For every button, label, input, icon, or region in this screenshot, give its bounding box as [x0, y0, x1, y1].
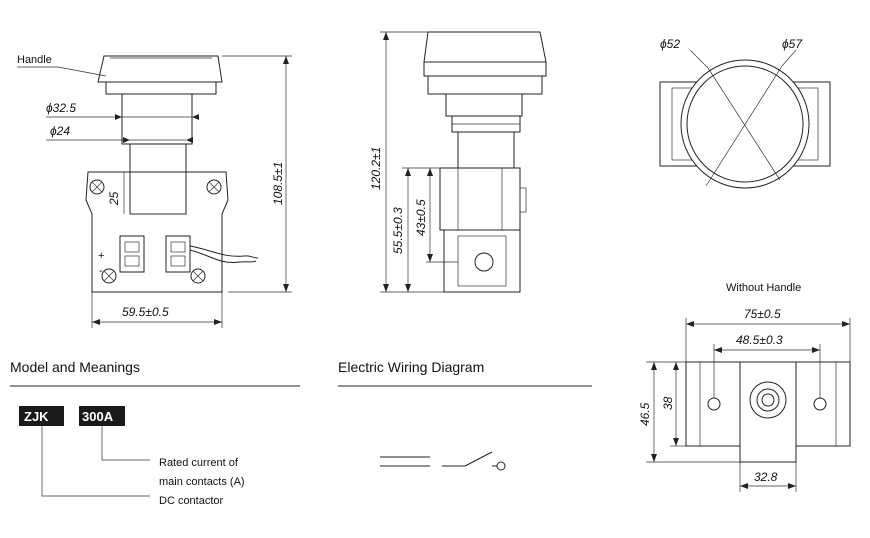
front-view: + - Handle ϕ32.5 ϕ24 25 108.5±1 59.5±0.5	[17, 54, 292, 328]
wh-center-block	[739, 361, 797, 463]
meaning-dc: DC contactor	[159, 495, 224, 507]
base-core	[129, 171, 187, 215]
dim-dia-52: ϕ52	[660, 37, 680, 51]
wiring-contact-terminal	[496, 461, 506, 471]
handle-cap	[97, 55, 223, 83]
wiring-section: Electric Wiring Diagram	[338, 359, 592, 471]
dim-dia-32: ϕ32.5	[46, 101, 76, 115]
handle-skirt	[105, 81, 217, 95]
code-300a: 300A	[82, 409, 114, 424]
dim-48: 48.5±0.3	[736, 333, 783, 347]
dim-120: 120.2±1	[369, 147, 383, 190]
code-300a-box	[79, 406, 125, 426]
side-terminal-block	[443, 229, 521, 293]
top-view: ϕ52 ϕ57	[659, 37, 831, 189]
code-zjk: ZJK	[24, 409, 49, 424]
dim-108: 108.5±1	[271, 162, 285, 205]
leader-current	[101, 426, 150, 461]
side-body	[439, 167, 521, 231]
dim-59: 59.5±0.5	[122, 305, 169, 319]
dim-dia-24: ϕ24	[50, 124, 70, 138]
code-zjk-box	[19, 406, 64, 426]
model-section: Model and Meanings ZJK 300A Rated curren…	[10, 359, 300, 507]
dim-dia-52-line	[707, 67, 781, 181]
leader-dc	[41, 426, 150, 497]
coil-wire	[189, 249, 257, 264]
side-terminal-hole	[474, 252, 494, 272]
plus-mark: +	[98, 250, 104, 262]
meaning-current-1: Rated current of	[159, 457, 239, 469]
without-handle-title: Without Handle	[726, 282, 801, 294]
dim-dia-57: ϕ57	[782, 37, 803, 51]
side-handle-cap	[423, 31, 547, 63]
dim-38: 38	[661, 396, 675, 410]
shaft-inner	[129, 143, 187, 173]
terminal-right	[165, 235, 191, 273]
screw-bottom-left	[101, 268, 117, 284]
side-view: 120.2±1 55.5±0.3 43±0.5	[369, 31, 547, 293]
wiring-switch-blade	[464, 451, 493, 467]
screw-top-left	[89, 179, 105, 195]
dim-43: 43±0.5	[414, 199, 428, 236]
screw-bottom-right	[190, 268, 206, 284]
screw-top-right	[206, 179, 222, 195]
without-handle-view: Without Handle 75±0.5 48.5±0.3 46.5 38	[638, 282, 851, 492]
handle-label: Handle	[17, 54, 52, 66]
shaft-outer	[121, 93, 193, 145]
wh-boss-outer	[749, 381, 787, 419]
dim-46: 46.5	[638, 402, 652, 426]
dim-32: 32.8	[754, 470, 778, 484]
dim-55: 55.5±0.3	[391, 207, 405, 254]
dim-25: 25	[107, 191, 121, 206]
minus-mark: -	[99, 265, 103, 277]
dim-dia-57-line	[705, 65, 783, 187]
wiring-heading: Electric Wiring Diagram	[338, 359, 484, 375]
terminal-left	[119, 235, 145, 273]
meaning-current-2: main contacts (A)	[159, 476, 245, 488]
model-heading: Model and Meanings	[10, 359, 140, 375]
top-circle-inner	[686, 65, 804, 183]
dim-75: 75±0.5	[744, 307, 781, 321]
